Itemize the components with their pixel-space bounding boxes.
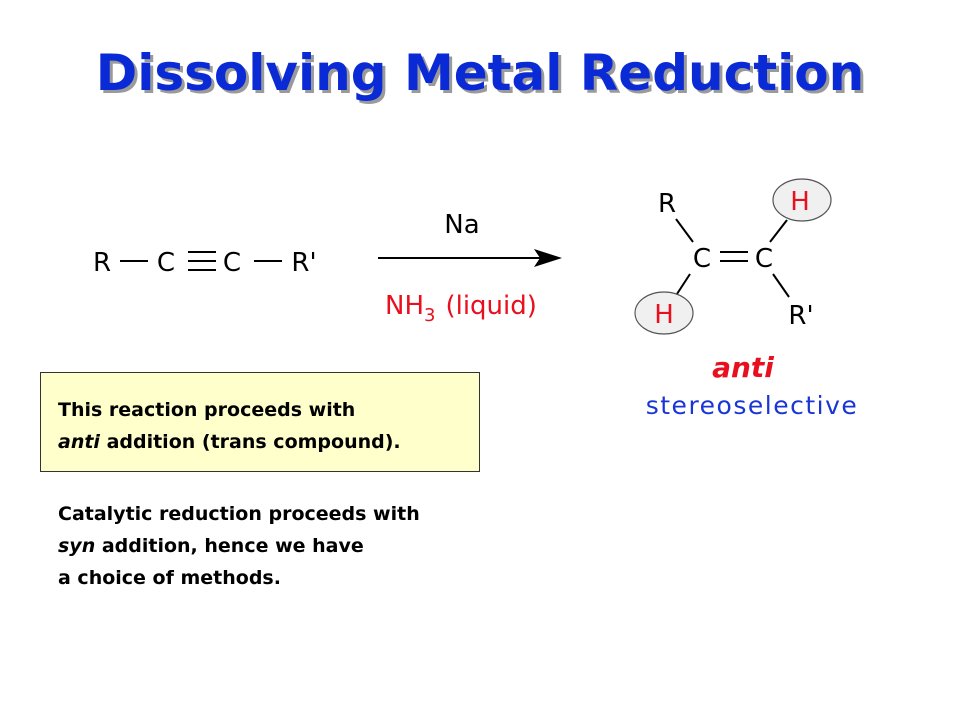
product-carbon-2: C (755, 244, 773, 274)
note-line-2-rest: addition, hence we have (95, 535, 364, 557)
product-carbon-1: C (693, 244, 711, 274)
selectivity-label: anti (712, 351, 774, 384)
reaction-arrow-head (534, 249, 562, 267)
bond-r-to-c1 (675, 218, 694, 243)
bond-c1-to-h (674, 273, 691, 298)
note-line-3: a choice of methods. (58, 567, 281, 589)
solvent-subscript: 3 (424, 305, 435, 326)
reagent-label: Na (444, 210, 479, 240)
note-box-line-2-rest: addition (trans compound). (99, 431, 401, 453)
reactant-left-group: R (93, 248, 111, 278)
reactant-carbon-1: C (157, 248, 175, 278)
reactant-alkyne: R C C R' (93, 248, 317, 278)
solvent-phase: (liquid) (445, 291, 536, 321)
note-box (40, 372, 480, 472)
note-box-italic-word: anti (58, 431, 100, 453)
product-bottom-left-atom: H (654, 300, 674, 330)
note-line-2: syn addition, hence we have (58, 535, 364, 557)
bond-c2-to-r-prime (772, 273, 790, 298)
selectivity-description: stereoselective (646, 391, 859, 420)
note-line-1: Catalytic reduction proceeds with (58, 503, 420, 525)
reactant-right-group: R' (291, 248, 316, 278)
product-alkene: R H C C H R' (634, 178, 832, 335)
solvent-label: NH3 (liquid) (385, 291, 537, 326)
product-top-left-group: R (658, 189, 676, 219)
bond-h-to-c2 (769, 219, 788, 243)
solvent-base: NH (385, 291, 424, 321)
reaction-arrow-group: Na NH3 (liquid) (378, 210, 562, 326)
product-top-right-atom: H (790, 187, 810, 217)
h-highlight-circle-top (772, 178, 832, 222)
reactant-carbon-2: C (223, 248, 241, 278)
h-highlight-circle-bottom (634, 291, 694, 335)
product-bottom-right-group: R' (788, 301, 813, 331)
note-box-line-1: This reaction proceeds with (58, 399, 356, 421)
note-box-line-2: anti addition (trans compound). (58, 431, 401, 453)
slide-title: Dissolving Metal Reduction (95, 44, 865, 102)
note-italic-word: syn (58, 535, 96, 557)
